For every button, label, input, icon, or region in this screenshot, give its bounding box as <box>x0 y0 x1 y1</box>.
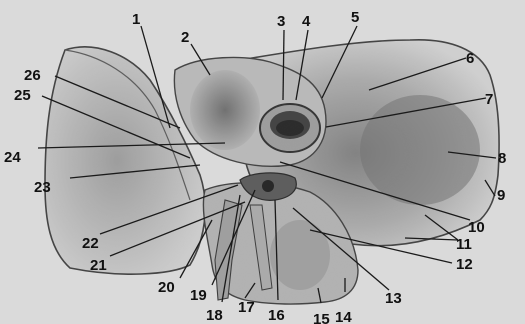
label-18: 18 <box>206 307 223 324</box>
label-8: 8 <box>498 150 506 167</box>
label-23: 23 <box>34 179 51 196</box>
label-15: 15 <box>313 311 330 324</box>
label-26: 26 <box>24 67 41 84</box>
label-14: 14 <box>335 309 352 324</box>
label-25: 25 <box>14 87 31 104</box>
label-7: 7 <box>485 91 493 108</box>
label-20: 20 <box>158 279 175 296</box>
label-4: 4 <box>302 13 311 30</box>
label-16: 16 <box>268 307 285 324</box>
label-11: 11 <box>456 236 472 253</box>
label-10: 10 <box>468 219 485 236</box>
label-24: 24 <box>4 149 21 166</box>
label-17: 17 <box>238 299 255 316</box>
label-21: 21 <box>90 257 107 274</box>
label-6: 6 <box>466 50 474 67</box>
label-5: 5 <box>351 9 359 26</box>
label-2: 2 <box>181 29 189 46</box>
label-12: 12 <box>456 256 473 273</box>
label-9: 9 <box>497 187 505 204</box>
label-22: 22 <box>82 235 99 252</box>
label-13: 13 <box>385 290 402 307</box>
label-1: 1 <box>132 11 140 28</box>
label-3: 3 <box>277 13 285 30</box>
label-19: 19 <box>190 287 207 304</box>
